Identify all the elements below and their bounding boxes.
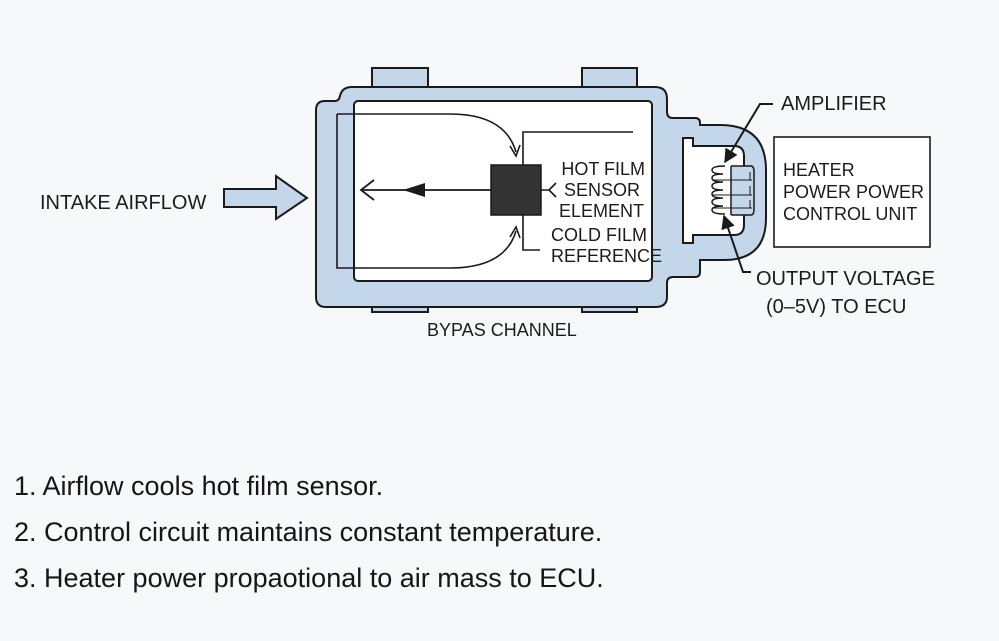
heater-label-3: CONTROL UNIT <box>783 204 917 224</box>
note-item: 2. Control circuit maintains constant te… <box>14 517 603 547</box>
sensor-lead-bottom <box>522 215 540 251</box>
outflow-arrow <box>359 179 491 201</box>
explanation-notes: 1. Airflow cools hot film sensor. 2. Con… <box>14 463 604 601</box>
heater-label-2: POWER POWER <box>783 182 924 202</box>
amplifier-label: AMPLIFIER <box>781 93 887 115</box>
output-leader <box>721 214 751 273</box>
hot-film-sensor-element <box>490 164 542 216</box>
heater-power-control-unit: HEATER POWER POWER CONTROL UNIT <box>773 136 931 248</box>
output-label-2: (0–5V) TO ECU <box>766 296 906 318</box>
sensor-lead-top <box>522 131 633 165</box>
output-label-1: OUTPUT VOLTAGE <box>756 268 935 290</box>
hot-film-label-1: HOT FILM <box>561 159 645 179</box>
bypass-channel-label: BYPAS CHANNEL <box>427 320 577 340</box>
airflow-path <box>336 113 517 269</box>
intake-airflow-arrow <box>223 174 309 221</box>
amplifier-coil <box>711 165 755 216</box>
amplifier-leader <box>724 103 773 164</box>
heater-label-1: HEATER <box>783 160 855 180</box>
hot-film-label-2: SENSOR <box>564 180 640 200</box>
intake-airflow-label: INTAKE AIRFLOW <box>40 192 206 214</box>
cold-film-label-1: COLD FILM <box>551 225 647 245</box>
note-item: 1. Airflow cools hot film sensor. <box>14 471 384 501</box>
note-item: 3. Heater power propaotional to air mass… <box>14 563 604 593</box>
cold-film-label-2: REFERENCE <box>551 246 662 266</box>
hot-film-label-3: ELEMENT <box>559 201 644 221</box>
